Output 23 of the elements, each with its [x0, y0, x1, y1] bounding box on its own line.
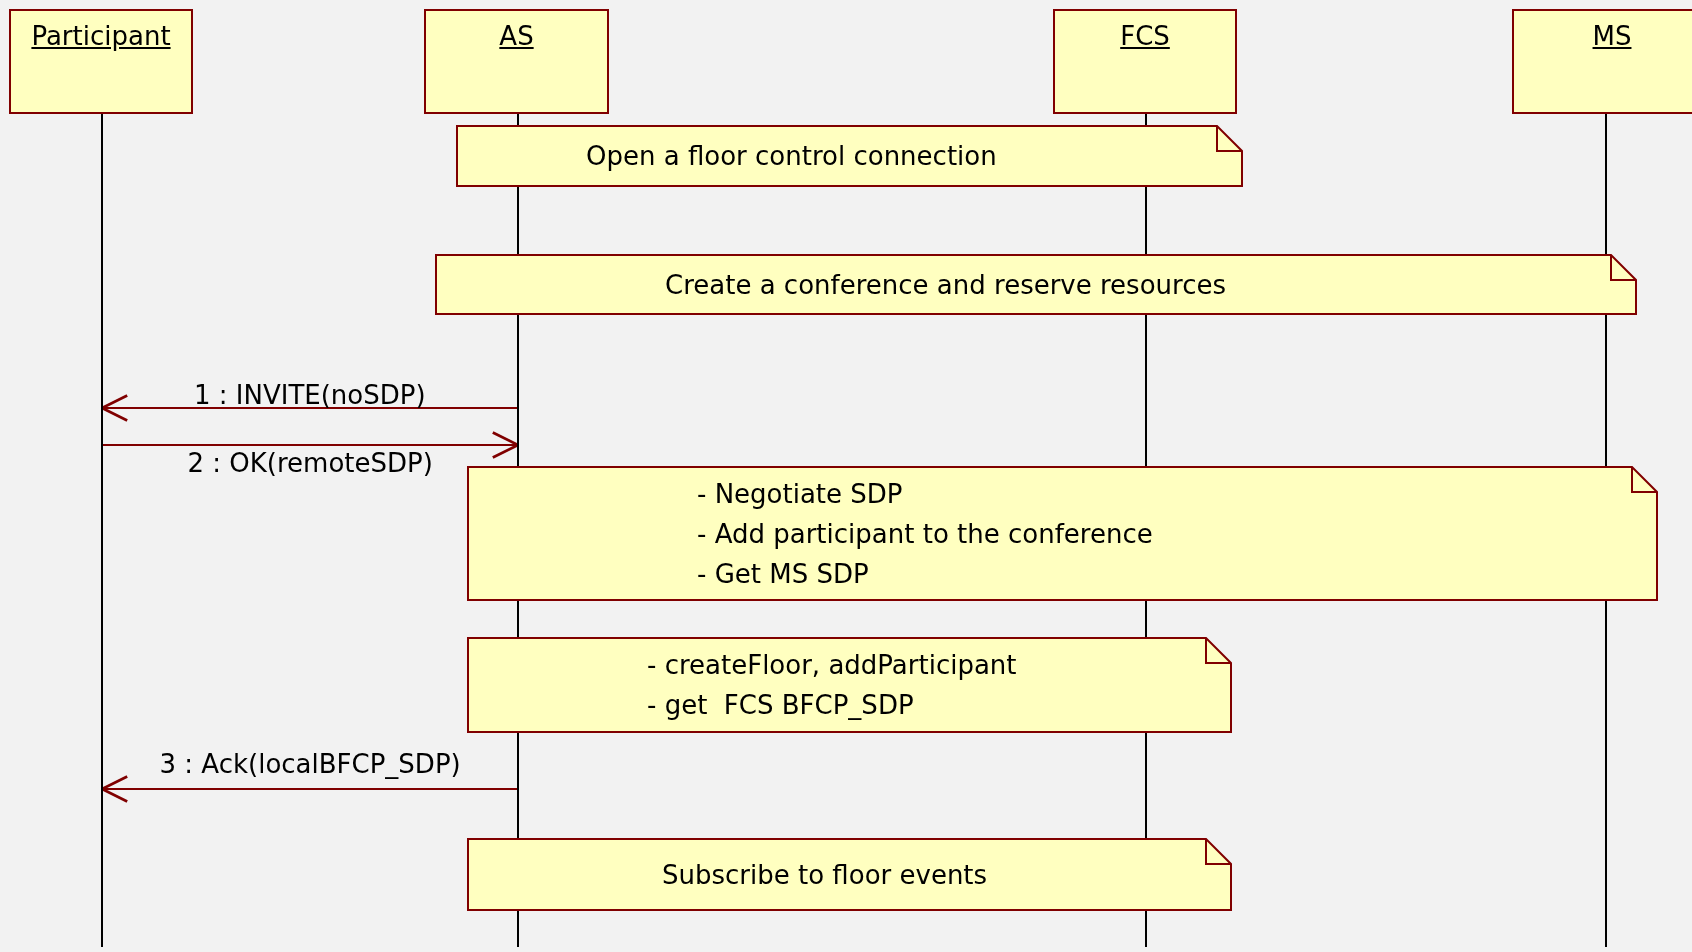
- note: [467, 838, 1232, 911]
- note-text: - get FCS BFCP_SDP: [647, 689, 914, 722]
- note-text: Subscribe to floor events: [662, 858, 988, 892]
- note-text: - Add participant to the conference: [697, 517, 1153, 551]
- note: [467, 637, 1232, 733]
- lifeline-head: FCS: [1053, 9, 1237, 114]
- message-arrow: [100, 394, 519, 422]
- note-text: - createFloor, addParticipant: [647, 649, 1017, 682]
- note: [467, 466, 1658, 601]
- note-text: - Negotiate SDP: [697, 477, 903, 511]
- lifeline-head: Participant: [9, 9, 193, 114]
- lifeline-head: AS: [424, 9, 609, 114]
- note: [435, 254, 1637, 315]
- note: [456, 125, 1243, 187]
- message-label: 2 : OK(remoteSDP): [187, 448, 433, 478]
- message-label: 1 : INVITE(noSDP): [194, 380, 426, 410]
- message-arrow: [100, 775, 519, 803]
- message-arrow: [101, 431, 520, 459]
- note-text: Create a conference and reserve resources: [665, 268, 1226, 302]
- message-label: 3 : Ack(localBFCP_SDP): [159, 749, 461, 779]
- note-text: - Get MS SDP: [697, 557, 869, 591]
- lifeline-head: MS: [1512, 9, 1692, 114]
- note-text: Open a floor control connection: [586, 140, 997, 173]
